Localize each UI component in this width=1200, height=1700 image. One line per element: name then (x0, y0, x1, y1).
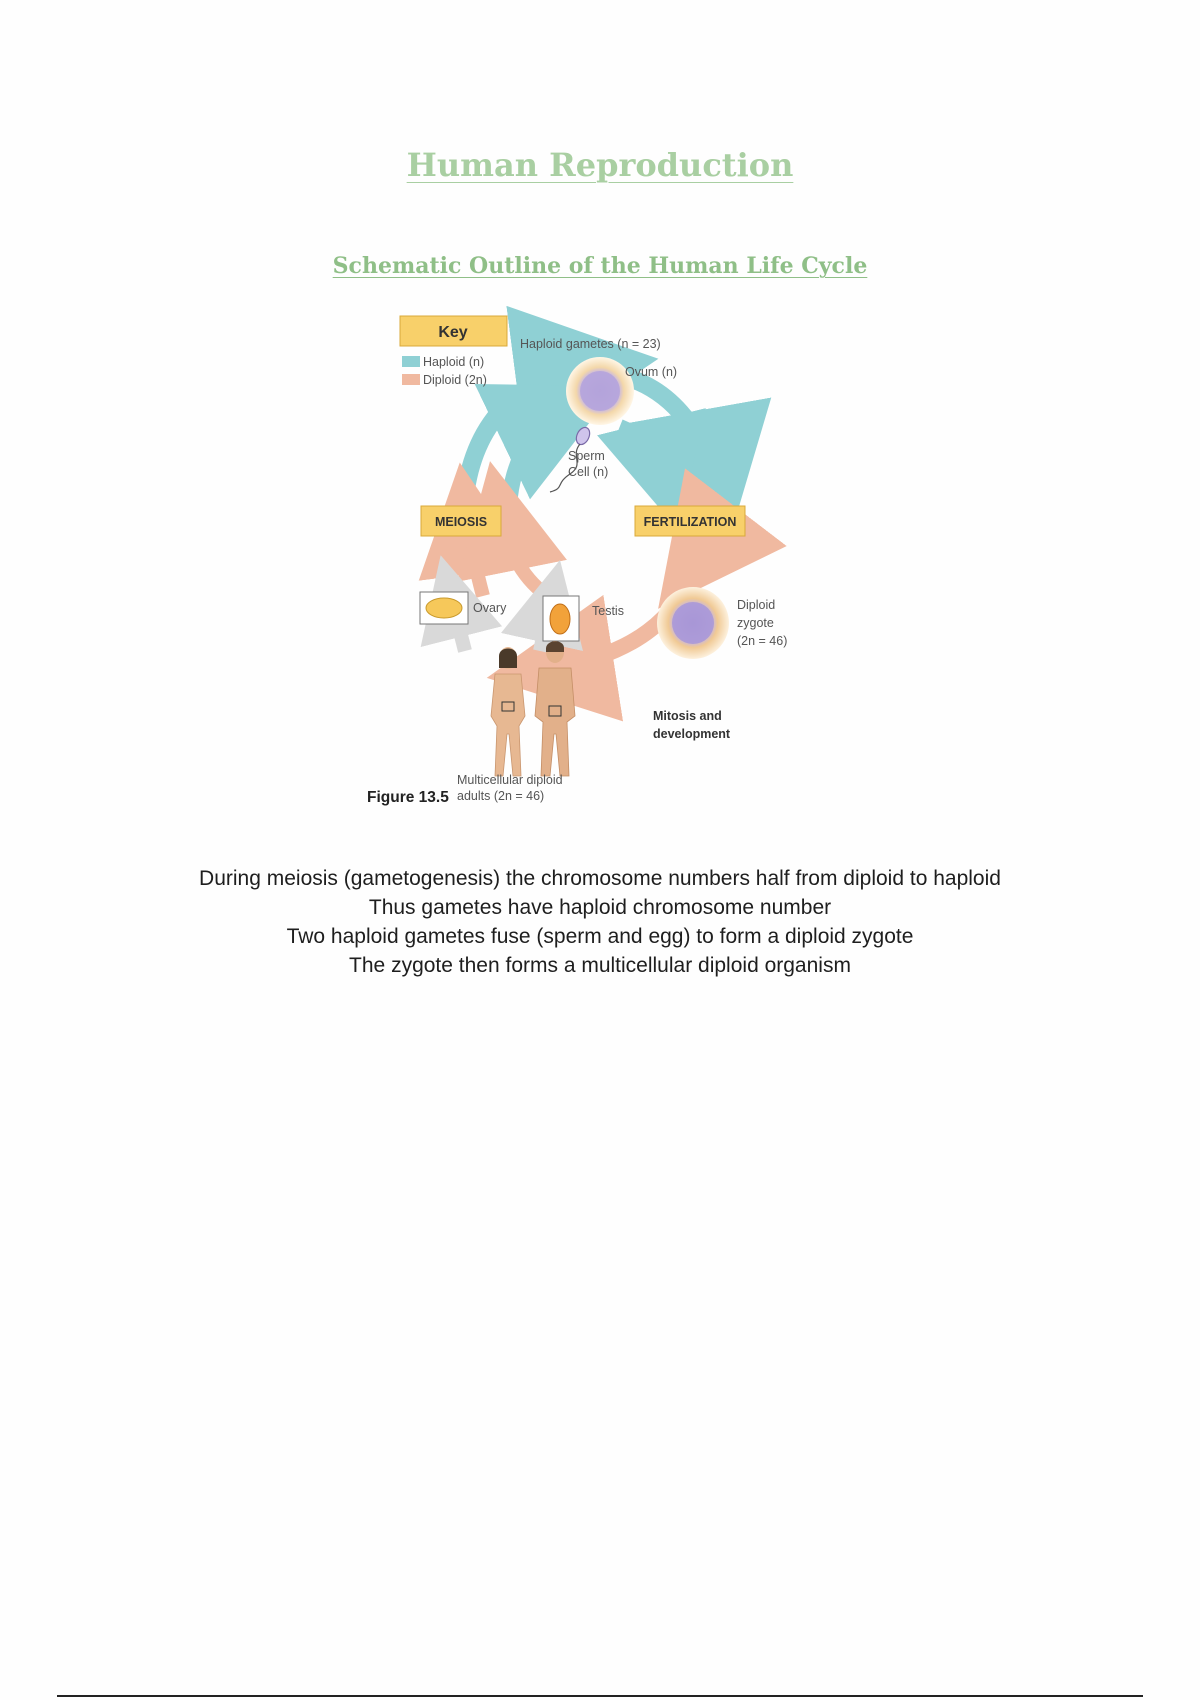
testis-image (550, 604, 570, 634)
figure-number-label: Figure 13.5 (367, 789, 449, 806)
female-adult-figure (491, 647, 525, 776)
page-title: Human Reproduction (0, 146, 1200, 184)
page-title-text: Human Reproduction (407, 146, 794, 184)
zygote-label-line3: (2n = 46) (737, 634, 787, 648)
ovary-label: Ovary (473, 601, 507, 615)
key-diploid-label: Diploid (2n) (423, 373, 487, 387)
sperm-head (574, 425, 592, 446)
fertilization-label: FERTILIZATION (644, 515, 737, 529)
sperm-label-line1: Sperm (568, 449, 605, 463)
footer-divider (57, 1695, 1143, 1697)
key-haploid-swatch (402, 356, 420, 367)
ovum-label: Ovum (n) (625, 365, 677, 379)
mitosis-label-line2: development (653, 727, 731, 741)
mitosis-label-line1: Mitosis and (653, 709, 722, 723)
body-line-1: During meiosis (gametogenesis) the chrom… (0, 864, 1200, 893)
zygote-label-line2: zygote (737, 616, 774, 630)
zygote-label-line1: Diploid (737, 598, 775, 612)
body-line-4: The zygote then forms a multicellular di… (0, 951, 1200, 980)
section-subtitle-text: Schematic Outline of the Human Life Cycl… (333, 253, 868, 279)
life-cycle-figure: Key Haploid (n) Diploid (2n) Haploid gam… (355, 296, 855, 826)
body-line-2: Thus gametes have haploid chromosome num… (0, 893, 1200, 922)
body-text-block: During meiosis (gametogenesis) the chrom… (0, 864, 1200, 980)
key-title: Key (438, 324, 467, 341)
meiosis-label: MEIOSIS (435, 515, 487, 529)
diploid-testis-meiosis-arrow (501, 516, 555, 601)
haploid-inner-left-arrow (510, 414, 560, 496)
adults-label-line1: Multicellular diploid (457, 773, 563, 787)
key-diploid-swatch (402, 374, 420, 385)
sperm-label-line2: Cell (n) (568, 465, 608, 479)
haploid-inner-right-arrow (620, 426, 665, 476)
haploid-gametes-label: Haploid gametes (n = 23) (520, 337, 661, 351)
ovum-nucleus (580, 371, 620, 411)
section-subtitle: Schematic Outline of the Human Life Cycl… (0, 253, 1200, 279)
testis-label: Testis (592, 604, 624, 618)
key-haploid-label: Haploid (n) (423, 355, 484, 369)
zygote-nucleus (672, 602, 714, 644)
body-line-3: Two haploid gametes fuse (sperm and egg)… (0, 922, 1200, 951)
adults-label-line2: adults (2n = 46) (457, 789, 544, 803)
ovary-image (426, 598, 462, 618)
